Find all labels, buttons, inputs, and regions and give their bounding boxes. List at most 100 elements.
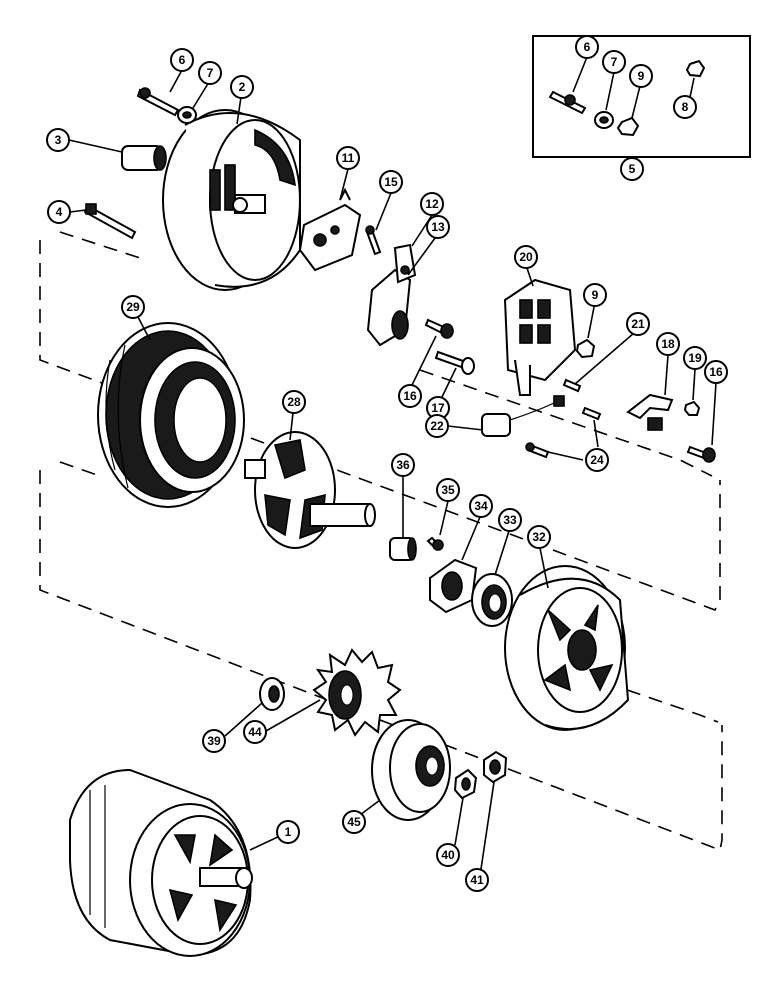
nut-41 <box>483 750 508 784</box>
screw-16-mid <box>424 318 454 339</box>
through-bolt-part <box>83 203 137 240</box>
svg-text:17: 17 <box>431 401 445 415</box>
callout-11: 11 <box>336 146 360 170</box>
svg-text:44: 44 <box>248 725 262 739</box>
svg-text:24: 24 <box>590 453 604 467</box>
svg-text:22: 22 <box>430 419 444 433</box>
callout-32: 32 <box>527 525 551 549</box>
svg-text:12: 12 <box>425 197 439 211</box>
callout-41: 41 <box>465 868 489 892</box>
svg-text:4: 4 <box>56 205 63 219</box>
svg-text:29: 29 <box>126 300 140 314</box>
svg-text:5: 5 <box>629 162 636 176</box>
capacitor-22 <box>481 395 565 437</box>
svg-text:6: 6 <box>584 40 591 54</box>
svg-text:34: 34 <box>474 499 488 513</box>
regulator-part <box>366 243 417 347</box>
callout-4: 4 <box>47 200 71 224</box>
screw-16-right <box>686 445 716 463</box>
drive-end-housing-32 <box>504 565 630 731</box>
svg-text:7: 7 <box>611 55 618 69</box>
callout-39: 39 <box>202 729 226 753</box>
svg-text:16: 16 <box>709 365 723 379</box>
svg-text:18: 18 <box>661 337 675 351</box>
callout-5: 5 <box>620 157 644 181</box>
retainer-plate-34 <box>429 558 478 614</box>
svg-text:3: 3 <box>55 133 62 147</box>
callout-17: 17 <box>426 396 450 420</box>
callout-16-mid: 16 <box>398 384 422 408</box>
svg-text:15: 15 <box>384 175 398 189</box>
svg-text:39: 39 <box>207 734 221 748</box>
leader-lines <box>68 56 717 870</box>
washer-40 <box>453 768 478 800</box>
svg-text:36: 36 <box>396 458 410 472</box>
dashed-outline-lower <box>39 470 723 852</box>
bearing-part <box>121 145 167 171</box>
svg-text:6: 6 <box>179 53 186 67</box>
callout-45: 45 <box>342 810 366 834</box>
rotor-part <box>244 431 376 549</box>
svg-text:1: 1 <box>285 825 292 839</box>
alternator-assembly-1 <box>69 768 253 957</box>
svg-text:35: 35 <box>441 483 455 497</box>
callout-7-top: 7 <box>198 61 222 85</box>
brush-holder-plate <box>298 187 362 272</box>
callout-6-top: 6 <box>170 48 194 72</box>
svg-text:45: 45 <box>347 815 361 829</box>
spacer-39 <box>259 677 285 711</box>
svg-text:11: 11 <box>342 151 355 165</box>
fan-44 <box>312 648 402 737</box>
pulley-45 <box>371 719 451 821</box>
callout-3: 3 <box>46 128 70 152</box>
svg-text:16: 16 <box>403 389 417 403</box>
callout-18: 18 <box>656 332 680 356</box>
callout-16-right: 16 <box>704 360 728 384</box>
svg-text:33: 33 <box>503 513 517 527</box>
dashed-outline-upper <box>39 240 721 611</box>
callout-40: 40 <box>436 843 460 867</box>
callout-29: 29 <box>121 295 145 319</box>
svg-text:40: 40 <box>441 848 455 862</box>
svg-text:8: 8 <box>682 100 689 114</box>
callout-9-mid: 9 <box>583 283 607 307</box>
callout-24: 24 <box>585 448 609 472</box>
callout-7-inset: 7 <box>602 50 626 74</box>
rectifier-part <box>503 278 577 396</box>
svg-text:13: 13 <box>431 220 445 234</box>
inset-parts <box>548 59 706 137</box>
svg-text:9: 9 <box>638 69 645 83</box>
callout-20: 20 <box>514 245 538 269</box>
callout-1: 1 <box>276 820 300 844</box>
svg-text:19: 19 <box>688 351 702 365</box>
inset-box <box>532 35 751 158</box>
callout-21: 21 <box>626 312 650 336</box>
callout-9-inset: 9 <box>629 64 653 88</box>
callout-28: 28 <box>282 390 306 414</box>
callout-12: 12 <box>420 192 444 216</box>
callout-22: 22 <box>425 414 449 438</box>
callout-13: 13 <box>426 215 450 239</box>
svg-text:2: 2 <box>239 80 246 94</box>
callout-6-inset: 6 <box>575 35 599 59</box>
screws-24 <box>525 406 602 459</box>
nut-9 <box>575 338 596 359</box>
svg-text:21: 21 <box>631 317 645 331</box>
callout-35: 35 <box>436 478 460 502</box>
stator-part <box>97 322 245 508</box>
callout-2: 2 <box>230 75 254 99</box>
svg-text:20: 20 <box>519 250 533 264</box>
screw-17 <box>434 350 475 375</box>
nut-19 <box>683 400 701 416</box>
svg-text:9: 9 <box>592 288 599 302</box>
callout-8: 8 <box>673 95 697 119</box>
svg-text:7: 7 <box>207 66 214 80</box>
callout-33: 33 <box>498 508 522 532</box>
svg-text:28: 28 <box>287 395 301 409</box>
bearing-36 <box>389 537 417 561</box>
terminal-18 <box>626 393 674 431</box>
callout-36: 36 <box>391 453 415 477</box>
screw-35 <box>426 536 444 551</box>
